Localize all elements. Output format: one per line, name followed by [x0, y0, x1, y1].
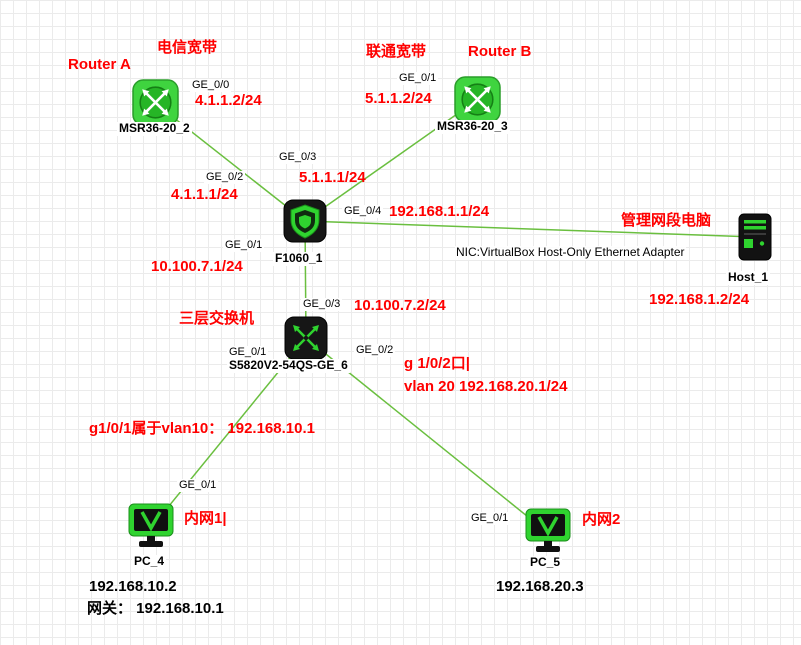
note-gateway-pc4[interactable]: 网关： 192.168.10.1 — [87, 600, 224, 617]
iface-label-fw-ge01: GE_0/1 — [223, 239, 265, 252]
device-name-pc4: PC_4 — [132, 554, 167, 569]
note-ip-pc4[interactable]: 192.168.10.2 — [89, 578, 177, 595]
iface-label-sw-ge02: GE_0/2 — [354, 344, 396, 357]
device-name-router-b: MSR36-20_3 — [435, 119, 510, 134]
device-name-firewall: F1060_1 — [273, 251, 325, 266]
switch-icon — [284, 316, 328, 360]
note-ip-pc5[interactable]: 192.168.20.3 — [496, 578, 584, 595]
note-g102-port[interactable]: g 1/0/2口| — [404, 355, 470, 372]
device-pc4[interactable] — [126, 502, 176, 554]
note-ip-fw-to-host[interactable]: 192.168.1.1/24 — [389, 203, 490, 220]
note-lan1[interactable]: 内网1| — [184, 510, 227, 527]
device-l3-switch[interactable] — [284, 316, 328, 360]
iface-label-fw-ge04: GE_0/4 — [342, 205, 384, 218]
note-ip-fw-to-switch[interactable]: 10.100.7.1/24 — [151, 258, 243, 275]
host-tower-icon — [738, 213, 772, 261]
device-name-host: Host_1 — [726, 270, 771, 285]
device-pc5[interactable] — [523, 507, 573, 559]
iface-label-routerB-wan: GE_0/1 — [397, 72, 439, 85]
iface-label-routerA-wan: GE_0/0 — [190, 79, 232, 92]
device-name-pc5: PC_5 — [528, 555, 563, 570]
note-ip-fw-to-routerA[interactable]: 4.1.1.1/24 — [171, 186, 238, 203]
device-firewall[interactable] — [283, 199, 327, 243]
device-host[interactable] — [734, 212, 776, 262]
note-ip-sw-uplink[interactable]: 10.100.7.2/24 — [354, 297, 446, 314]
link-firewall-host[interactable] — [304, 220, 756, 238]
note-router-a[interactable]: Router A — [68, 56, 131, 73]
note-l3-switch[interactable]: 三层交换机 — [179, 310, 255, 327]
note-ip-host[interactable]: 192.168.1.2/24 — [649, 291, 750, 308]
note-vlan20[interactable]: vlan 20 192.168.20.1/24 — [404, 378, 568, 395]
device-name-switch: S5820V2-54QS-GE_6 — [227, 358, 350, 373]
iface-label-pc5: GE_0/1 — [469, 512, 511, 525]
note-router-b[interactable]: Router B — [468, 43, 532, 60]
device-router-a[interactable] — [132, 79, 179, 126]
pc-monitor-icon — [525, 508, 571, 552]
iface-label-pc4: GE_0/1 — [177, 479, 219, 492]
note-unicom-broadband[interactable]: 联通宽带 — [366, 43, 427, 60]
pc-monitor-icon — [128, 503, 174, 547]
device-name-router-a: MSR36-20_2 — [117, 121, 192, 136]
note-ip-fw-to-routerB[interactable]: 5.1.1.1/24 — [299, 169, 366, 186]
iface-label-sw-ge03: GE_0/3 — [301, 298, 343, 311]
iface-label-sw-ge01: GE_0/1 — [227, 346, 269, 359]
note-ip-routerA-wan[interactable]: 4.1.1.2/24 — [195, 92, 262, 109]
note-mgmt-segment-pc[interactable]: 管理网段电脑 — [621, 212, 712, 229]
note-host-nic[interactable]: NIC:VirtualBox Host-Only Ethernet Adapte… — [455, 245, 686, 260]
iface-label-fw-ge02: GE_0/2 — [204, 171, 246, 184]
firewall-shield-icon — [283, 199, 327, 243]
note-ip-routerB-wan[interactable]: 5.1.1.2/24 — [365, 90, 432, 107]
iface-label-fw-ge03: GE_0/3 — [277, 151, 319, 164]
note-vlan10[interactable]: g1/0/1属于vlan10： 192.168.10.1 — [89, 420, 315, 437]
router-icon — [454, 76, 501, 123]
note-telecom-broadband[interactable]: 电信宽带 — [157, 39, 218, 56]
router-icon — [132, 79, 179, 126]
device-router-b[interactable] — [454, 76, 501, 123]
note-lan2[interactable]: 内网2 — [582, 511, 621, 528]
